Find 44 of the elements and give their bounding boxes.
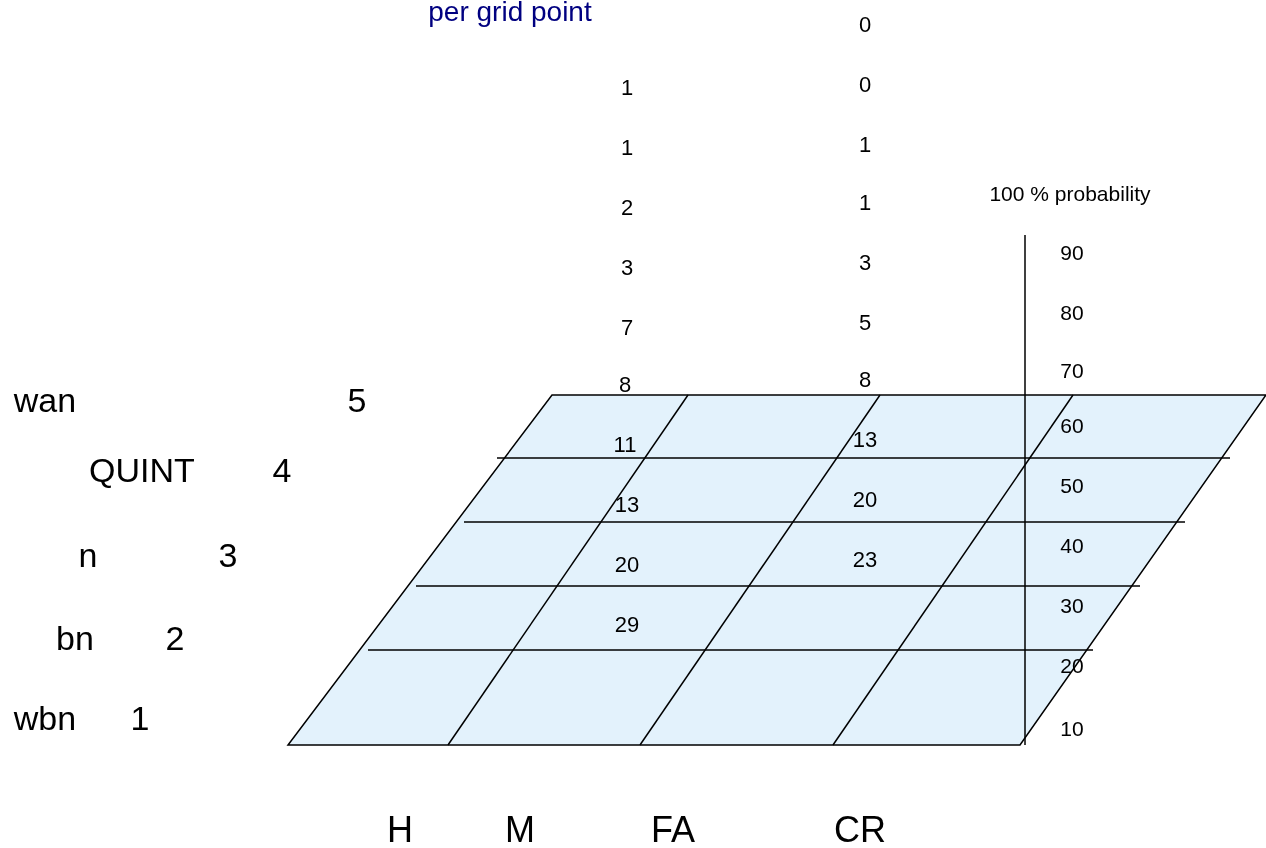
value-label: 1	[858, 192, 872, 214]
axis-tick-label: 70	[1060, 359, 1084, 381]
value-label: 29	[614, 614, 640, 636]
axis-tick-label: 60	[1060, 414, 1084, 436]
row-label: 1	[130, 701, 150, 735]
axis-tick-label: 30	[1060, 594, 1084, 616]
value-label: 23	[852, 549, 878, 571]
value-label: 0	[858, 74, 872, 96]
value-label: 1	[620, 77, 634, 99]
row-label: bn	[56, 621, 94, 655]
column-label: H	[387, 812, 413, 848]
value-label: 13	[852, 429, 878, 451]
row-label: 4	[272, 453, 292, 487]
value-label: 2	[620, 197, 634, 219]
column-label: M	[505, 812, 535, 848]
value-label: 20	[852, 489, 878, 511]
value-label: 7	[620, 317, 634, 339]
value-label: 8	[858, 369, 872, 391]
value-label: 1	[620, 137, 634, 159]
value-label: 20	[614, 554, 640, 576]
value-label: 3	[858, 252, 872, 274]
value-label: 1	[858, 134, 872, 156]
value-label: 13	[614, 494, 640, 516]
value-label: 11	[613, 434, 637, 456]
value-label: 0	[858, 14, 872, 36]
row-label: 3	[218, 538, 238, 572]
row-label: 2	[165, 621, 185, 655]
value-label: 5	[858, 312, 872, 334]
column-label: FA	[651, 812, 695, 848]
axis-tick-label: 50	[1060, 474, 1084, 496]
title: per grid point	[428, 0, 592, 26]
row-label: QUINT	[89, 453, 195, 487]
row-label: wan	[13, 383, 77, 417]
axis-title: 100 % probability	[989, 182, 1151, 204]
axis-tick-label: 80	[1060, 301, 1084, 323]
row-label: wbn	[13, 701, 77, 735]
row-label: 5	[347, 383, 367, 417]
value-label: 8	[618, 374, 632, 396]
axis-tick-label: 40	[1060, 534, 1084, 556]
value-label: 3	[620, 257, 634, 279]
row-label: n	[78, 538, 98, 572]
column-label: CR	[834, 812, 886, 848]
axis-tick-label: 90	[1060, 241, 1084, 263]
axis-tick-label: 10	[1060, 717, 1084, 739]
